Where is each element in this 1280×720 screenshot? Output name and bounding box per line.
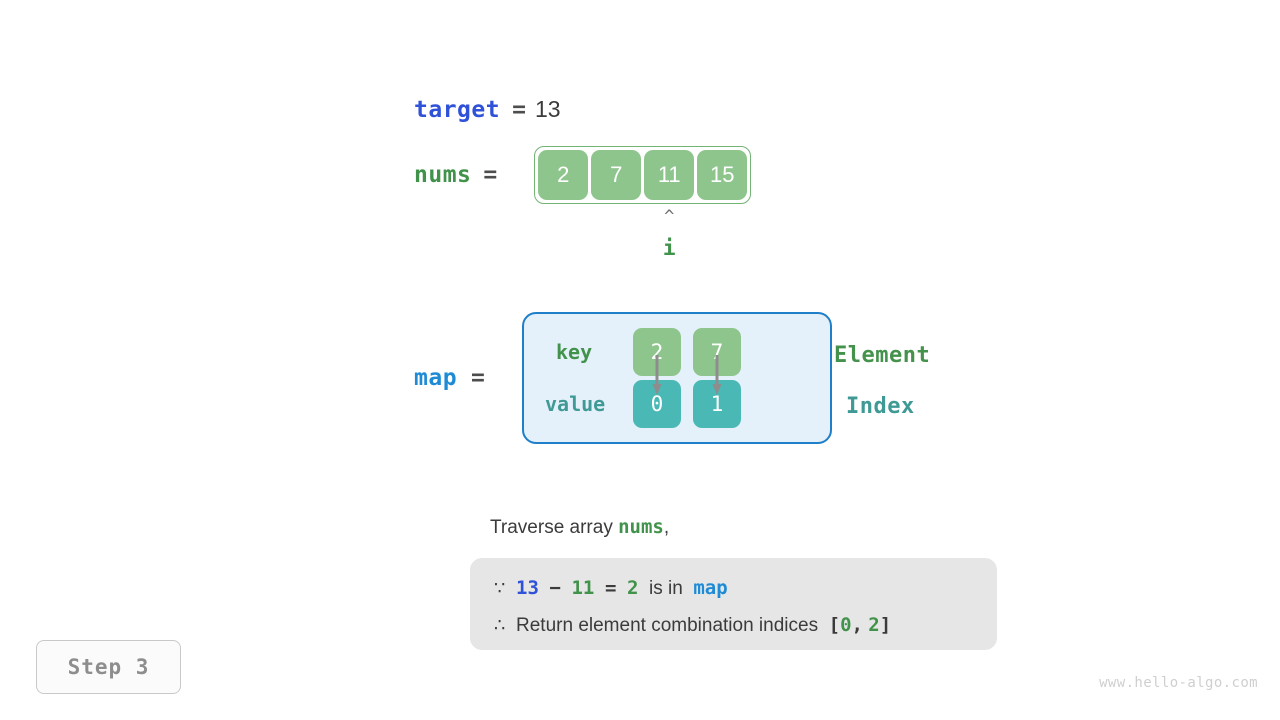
reason-equals-sign: = [604,577,617,599]
traverse-description: Traverse array nums, [490,516,669,539]
reasoning-line-therefore: ∴ Return element combination indices [0,… [494,607,997,644]
result-index-a: 0 [840,614,852,636]
map-key-row-label: key [556,340,593,364]
result-index-b: 2 [868,614,880,636]
array-cell[interactable]: 15 [697,150,748,200]
reasoning-line-because: ∵ 13 − 11 = 2 is in map [494,570,997,607]
caret-up-icon: ^ [664,207,675,227]
traverse-prefix-text: Traverse array [490,517,619,538]
because-symbol: ∵ [494,578,506,599]
nums-array-container: 2 7 11 15 [534,146,752,204]
bracket-close: ] [879,614,892,636]
map-key-cell[interactable]: 7 [693,328,741,376]
traverse-nums-token: nums [618,516,664,538]
key-to-value-arrow-icon [712,355,722,395]
reason-complement-value: 2 [626,577,639,599]
watermark-url: www.hello-algo.com [1099,675,1258,691]
target-value: 13 [534,96,561,122]
traverse-suffix-text: , [663,517,670,538]
map-value-row-label: value [545,392,606,416]
nums-equals-sign: = [483,162,498,188]
map-equals-sign: = [471,365,485,391]
map-legend-element: Element [834,343,931,368]
target-assignment-row: target = 13 [414,96,561,123]
map-variable-name: map [414,365,458,391]
map-assignment-row: map = [414,312,485,444]
reason-target-value: 13 [516,577,539,599]
index-pointer-group: ^ i [645,208,693,259]
nums-assignment-row: nums = 2 7 11 15 [414,146,752,204]
array-cell[interactable]: 11 [644,150,695,200]
result-comma: , [851,614,863,636]
target-variable-name: target [414,97,501,123]
reason-minus-sign: − [549,577,561,599]
reason-map-token: map [693,577,728,599]
bracket-open: [ [828,614,841,636]
reasoning-box: ∵ 13 − 11 = 2 is in map ∴ Return element… [470,558,997,650]
step-badge: Step 3 [36,640,181,694]
target-equals-sign: = [512,97,526,123]
key-to-value-arrow-icon [652,355,662,395]
therefore-symbol: ∴ [494,615,506,636]
reason-current-value: 11 [571,577,595,599]
array-cell[interactable]: 2 [538,150,589,200]
reason-return-text: Return element combination indices [516,615,819,636]
array-cell[interactable]: 7 [591,150,642,200]
pointer-label-i: i [662,236,676,260]
reason-is-in-text: is in [648,578,683,599]
map-legend-index: Index [846,394,915,419]
nums-variable-name: nums [414,162,472,188]
